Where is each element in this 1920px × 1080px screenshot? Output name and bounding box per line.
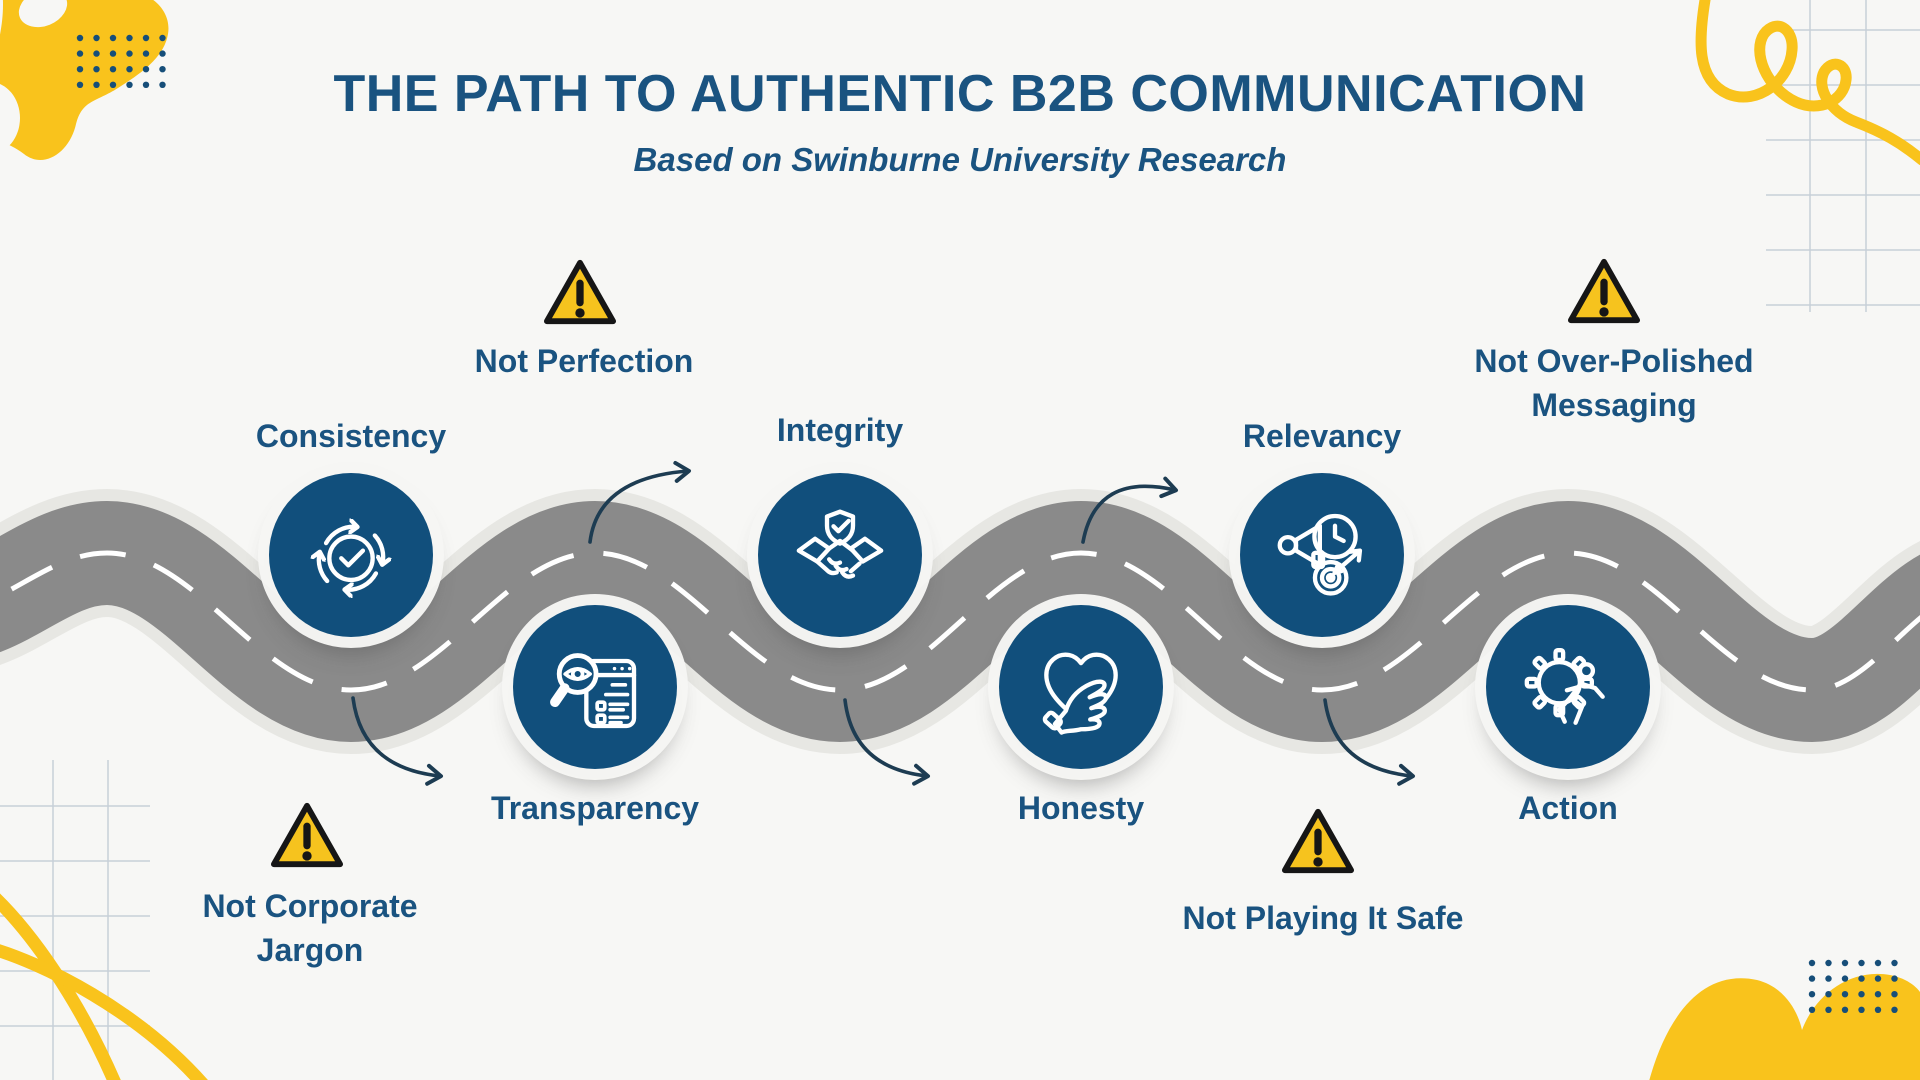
dots-grid-bottom-right — [1808, 959, 1898, 1013]
honesty-icon — [1029, 635, 1133, 739]
relevancy-icon — [1270, 503, 1374, 607]
page-title: THE PATH TO AUTHENTIC B2B COMMUNICATION — [333, 65, 1587, 123]
warning-icon — [541, 257, 619, 329]
milestone-consistency — [269, 473, 433, 637]
road — [0, 488, 1920, 755]
warning-label-not-perfection: Not Perfection — [474, 343, 694, 379]
milestone-label-relevancy: Relevancy — [1242, 418, 1402, 454]
milestone-label-integrity: Integrity — [776, 412, 904, 448]
warning-icon — [268, 800, 346, 872]
transparency-icon — [543, 635, 647, 739]
grid-bottom-left — [0, 760, 150, 1080]
milestone-label-transparency: Transparency — [490, 790, 700, 826]
integrity-icon — [788, 503, 892, 607]
squiggle-top-right-decoration — [1695, 0, 1920, 166]
milestone-label-action: Action — [1518, 790, 1618, 826]
warning-icon — [1565, 256, 1643, 328]
milestone-relevancy — [1240, 473, 1404, 637]
warning-label-not-corporate-jargon: Not Corporate Jargon — [202, 888, 418, 968]
milestone-transparency — [513, 605, 677, 769]
warning-label-not-over-polished: Not Over-Polished Messaging — [1474, 343, 1754, 423]
road-center-line — [0, 550, 1920, 693]
action-icon — [1516, 635, 1620, 739]
route-arrow-4 — [1081, 476, 1178, 544]
page-subtitle: Based on Swinburne University Research — [633, 141, 1287, 178]
route-arrow-3 — [843, 698, 930, 786]
dots-grid-top-left — [76, 34, 166, 89]
milestone-integrity — [758, 473, 922, 637]
route-arrow-1 — [351, 696, 443, 786]
route-arrow-5 — [1323, 698, 1415, 786]
blob-bottom-right-decoration — [1649, 973, 1920, 1080]
milestone-label-honesty: Honesty — [1017, 790, 1145, 826]
warning-icon — [1279, 806, 1357, 878]
milestone-label-consistency: Consistency — [255, 418, 447, 454]
arcs-bottom-left-decoration — [0, 893, 208, 1080]
milestone-honesty — [999, 605, 1163, 769]
route-arrow-2 — [588, 460, 691, 544]
consistency-icon — [299, 503, 403, 607]
milestone-action — [1486, 605, 1650, 769]
blob-top-left-decoration — [0, 0, 169, 160]
warning-label-not-playing-it-safe: Not Playing It Safe — [1182, 900, 1464, 936]
